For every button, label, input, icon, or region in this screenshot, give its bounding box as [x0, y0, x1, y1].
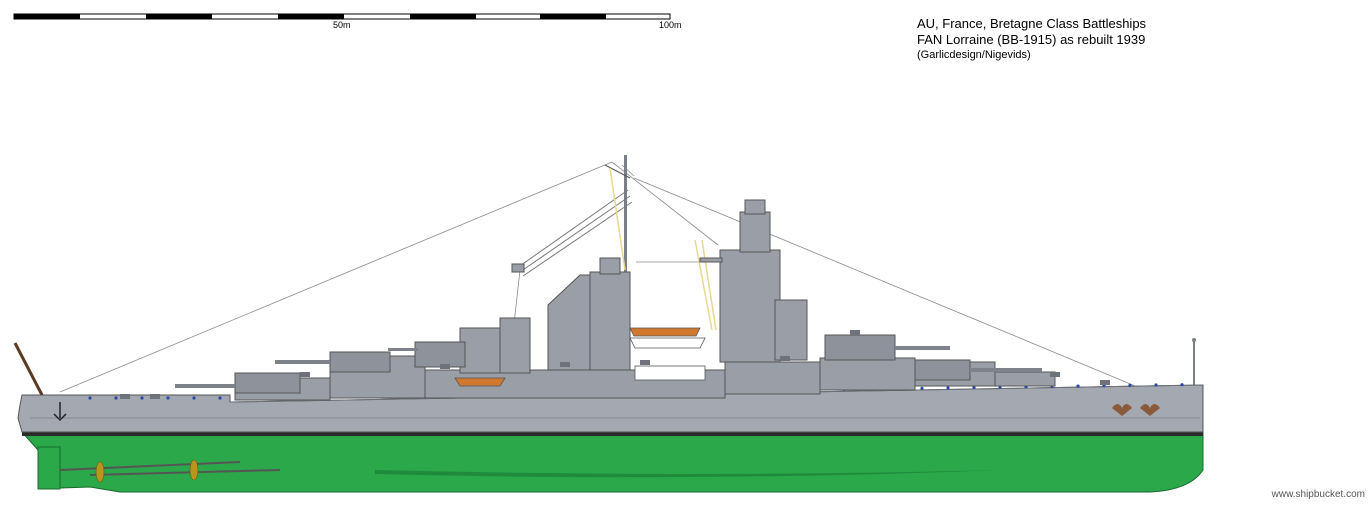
- deck-guns: [120, 330, 1110, 399]
- turret-3: [329, 351, 391, 373]
- porthole: [972, 385, 976, 390]
- deck-gun: [850, 330, 860, 335]
- deck-gun: [780, 356, 790, 361]
- deck-gun: [1050, 372, 1060, 377]
- scale-label-100m: 100m: [659, 20, 682, 30]
- stern-ornament-icon: [1112, 404, 1160, 416]
- propeller-shafts: [59, 461, 281, 476]
- rigging: [59, 161, 1141, 393]
- ship-boats: [454, 327, 706, 387]
- bridge-tower: [699, 199, 808, 363]
- derrick-lines: [609, 167, 717, 331]
- porthole: [1128, 383, 1132, 387]
- turret-4: [234, 372, 301, 394]
- crane-boom: [511, 189, 633, 277]
- title-line-credits: (Garlicdesign/Nigevids): [917, 49, 1031, 61]
- porthole: [88, 396, 92, 400]
- porthole: [946, 386, 950, 390]
- turret-5: [414, 341, 466, 368]
- bilge-keel: [375, 470, 1000, 478]
- anchor-icon: [53, 402, 67, 422]
- watermark: www.shipbucket.com: [1271, 489, 1365, 500]
- porthole: [218, 396, 222, 400]
- gun-barrels: [175, 346, 1042, 388]
- porthole: [140, 396, 144, 400]
- aft-superstructure: [459, 317, 531, 374]
- porthole: [114, 396, 118, 400]
- title-block: AU, France, Bretagne Class Battleships F…: [917, 16, 1146, 63]
- deck-gun: [1100, 380, 1110, 385]
- deck-gun: [300, 372, 310, 377]
- funnel: [547, 257, 631, 371]
- gun-turrets: [234, 334, 971, 394]
- deck-gun: [560, 362, 570, 367]
- scale-label-50m: 50m: [333, 20, 351, 30]
- turret-2: [824, 334, 896, 361]
- scale-bar-segments: [13, 13, 671, 20]
- turret-1: [914, 359, 971, 381]
- porthole: [920, 386, 924, 390]
- porthole: [166, 396, 170, 400]
- deck-gun: [640, 360, 650, 365]
- porthole: [1076, 384, 1080, 388]
- title-line-ship: FAN Lorraine (BB-1915) as rebuilt 1939: [917, 32, 1146, 47]
- scale-bar: [13, 13, 671, 20]
- masts: [13, 155, 1196, 396]
- porthole: [192, 396, 196, 400]
- underwater-hull: [21, 429, 1204, 493]
- deck-gun: [150, 394, 160, 399]
- boot-topping: [22, 431, 1203, 436]
- porthole: [1154, 383, 1158, 387]
- rudder: [37, 446, 61, 490]
- deck-gun: [440, 364, 450, 369]
- porthole: [1180, 383, 1184, 387]
- title-line-class: AU, France, Bretagne Class Battleships: [917, 16, 1147, 31]
- propeller-icon: [95, 459, 199, 483]
- deck-gun: [120, 394, 130, 399]
